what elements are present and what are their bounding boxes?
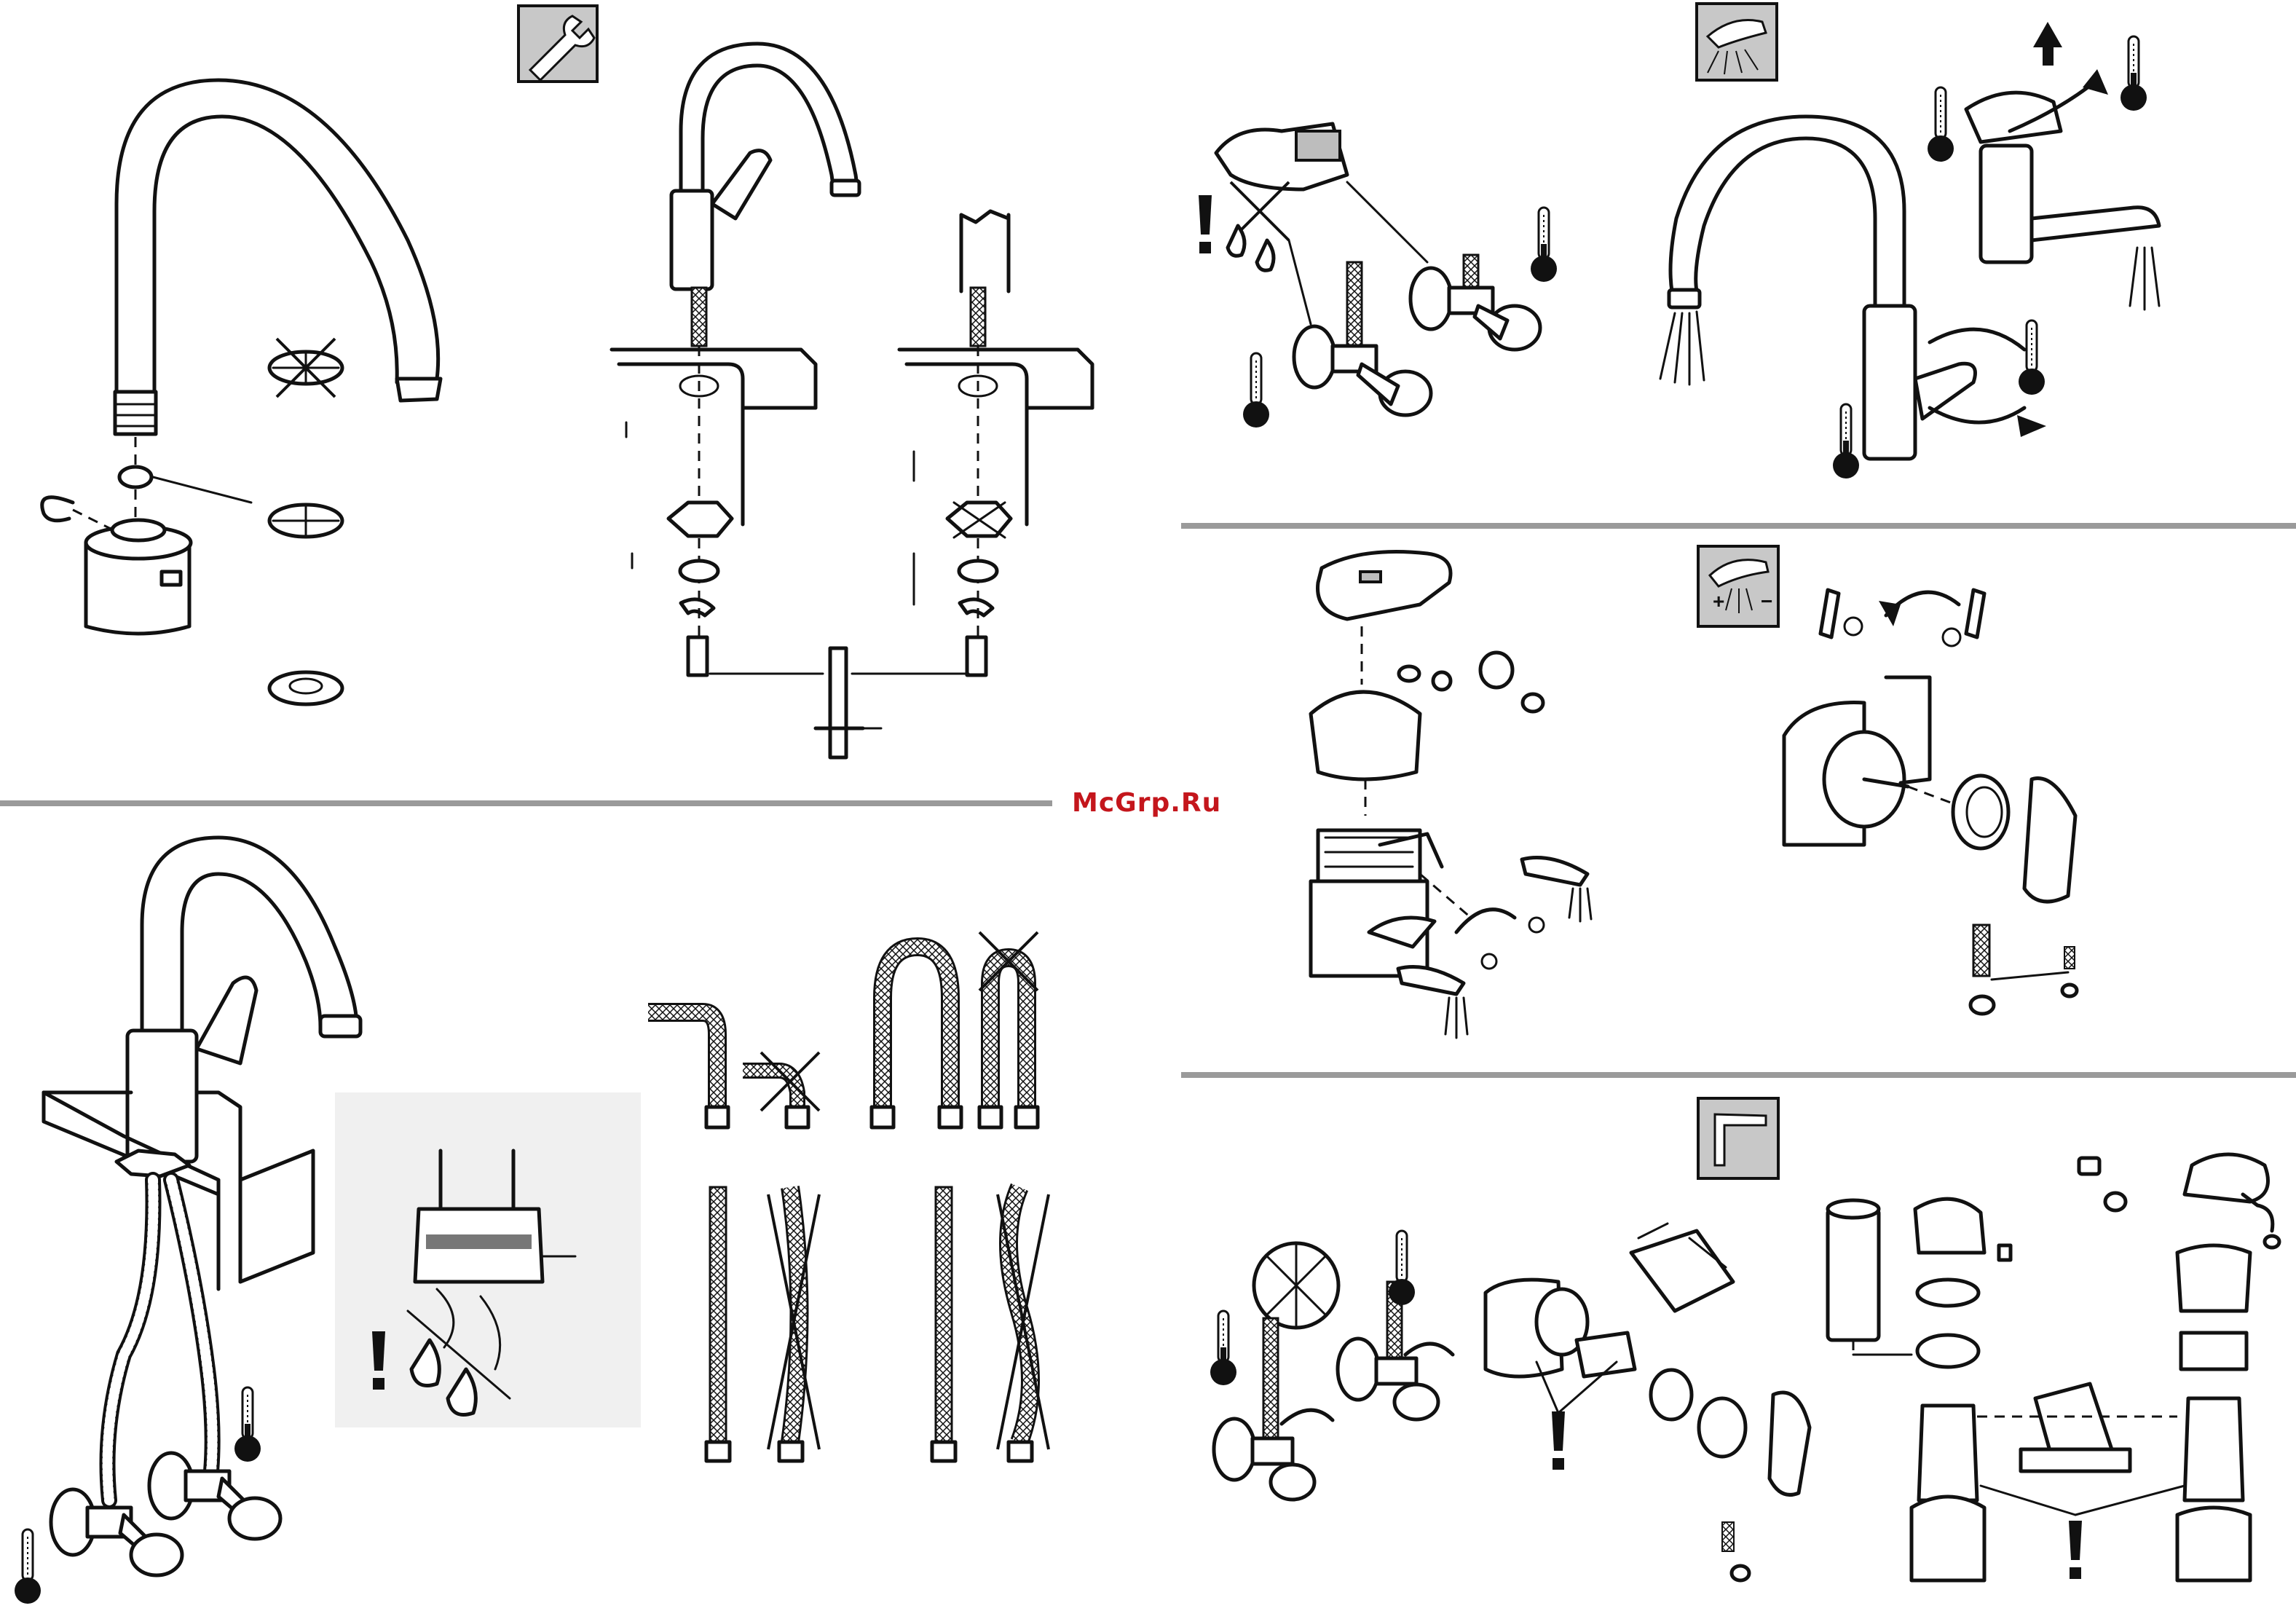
thermometer-icon <box>2121 36 2147 111</box>
thermometer-icon <box>1531 208 1557 282</box>
thermometer-icon <box>1243 353 1269 428</box>
thermometer-icon <box>15 1529 41 1604</box>
maintenance-figure <box>1210 1098 2279 1580</box>
flushing-figure <box>1199 124 1557 428</box>
thermometer-icon <box>1210 1311 1236 1385</box>
exclamation-icon <box>1199 195 1212 253</box>
thermometer-icon <box>234 1387 261 1462</box>
mounting-figure <box>612 44 1092 757</box>
thermometer-icon <box>2019 320 2045 395</box>
thermometer-icon <box>1833 404 1859 478</box>
exclamation-icon <box>2069 1521 2082 1579</box>
shutoff-valves <box>1210 1231 1453 1500</box>
wrench-icon <box>518 6 597 82</box>
hose-bending-figure <box>648 932 1049 1461</box>
lever-spray-icon <box>1697 4 1777 80</box>
limiter-figure <box>1311 552 1591 1039</box>
thermometer-icon <box>1928 87 1954 162</box>
plus-label: + <box>1713 590 1724 613</box>
cartridge-removal <box>1486 1224 1810 1580</box>
straight-hoses <box>706 1187 1049 1461</box>
crossed-restrictor <box>269 339 342 397</box>
spout-aerator-figure <box>42 6 597 704</box>
restrictor-part <box>269 505 342 537</box>
exclamation-icon <box>372 1331 385 1390</box>
operation-figure <box>1660 4 2159 478</box>
restrictor-ring <box>269 672 342 704</box>
thermometer-icon <box>1389 1231 1415 1305</box>
seal-detail <box>335 1092 641 1427</box>
exploded-parts <box>1828 1154 2279 1580</box>
hex-key-icon <box>1698 1098 1778 1178</box>
minus-label: − <box>1761 590 1772 613</box>
lever-spray-plus-minus-icon: + − <box>1698 546 1778 626</box>
exclamation-icon <box>1552 1411 1565 1470</box>
temperature-limit-figure: + − <box>1698 546 2077 1014</box>
connection-figure <box>15 838 641 1604</box>
